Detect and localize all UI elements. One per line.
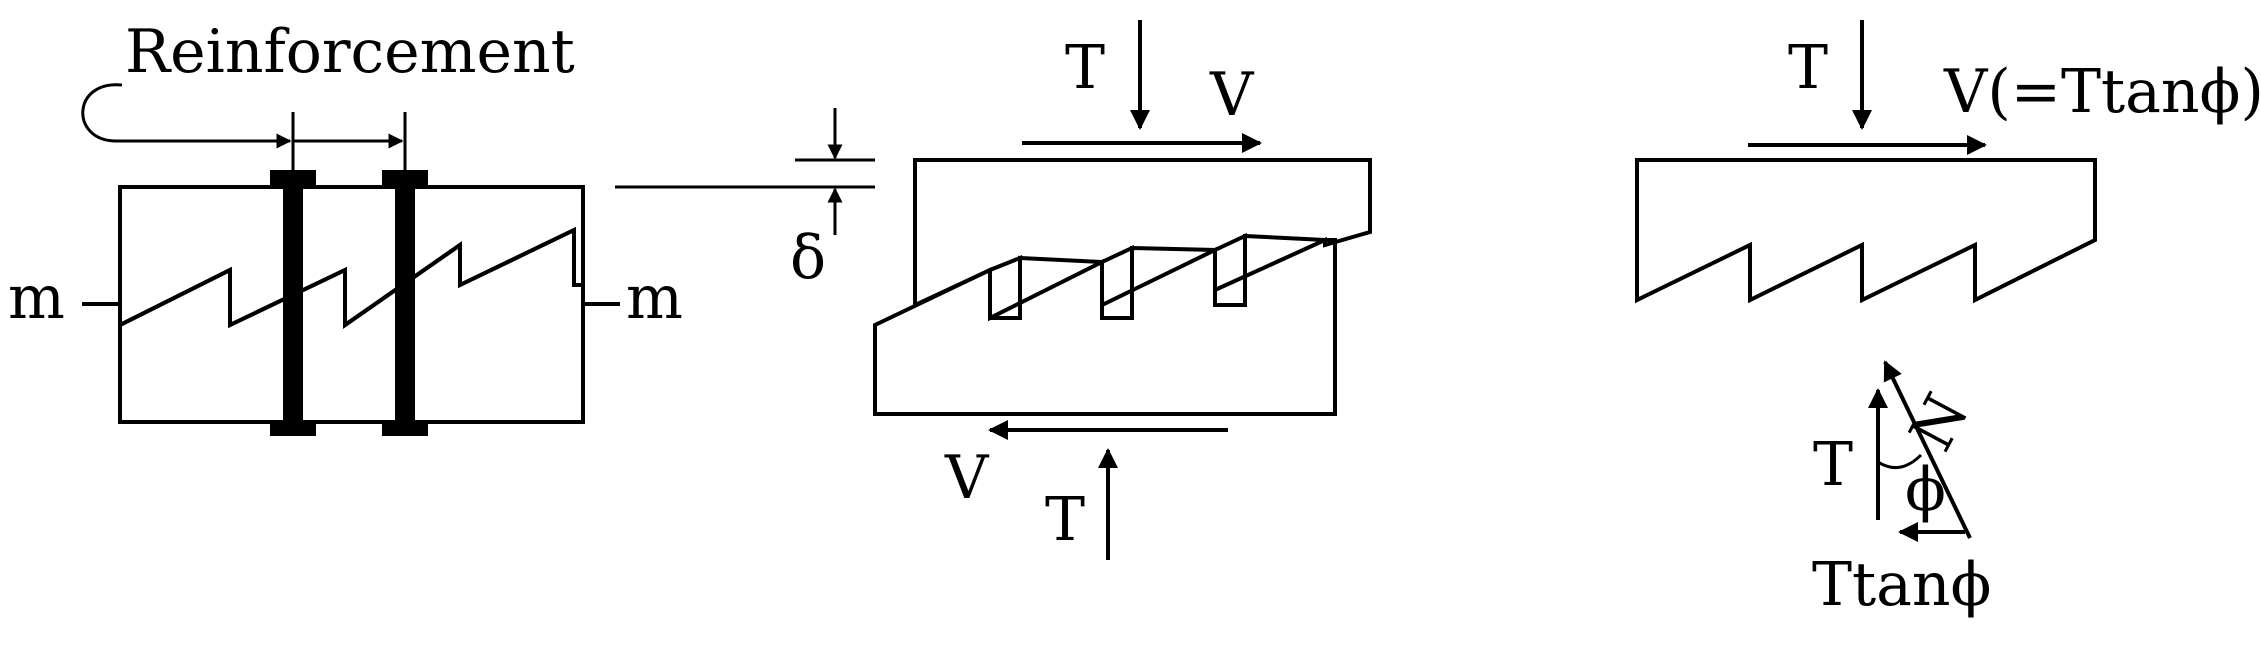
m-right-label: m	[626, 263, 683, 333]
right-hatched-block	[1635, 158, 2097, 304]
gap-tooth-3	[1213, 232, 1247, 307]
reinforcement-bar-2-cap-bottom	[382, 422, 428, 436]
reinforcement-bar-1-cap-top	[270, 170, 316, 186]
reinforcement-label: Reinforcement	[125, 17, 575, 87]
reinforcement-bar-1	[283, 170, 303, 432]
T-label-top-right: T	[1788, 33, 1828, 103]
V-label-bottom-mid: V	[944, 443, 990, 513]
phi-angle-arc	[1877, 453, 1923, 470]
N-arrow	[1883, 360, 1972, 539]
Ttan-phi-label: Ttanϕ	[1812, 550, 1991, 620]
reinforcement-pointer-curve	[81, 83, 292, 149]
middle-panel: T V V T	[873, 20, 1372, 560]
N-label: N	[1896, 383, 1982, 462]
gap-tooth-2	[1100, 244, 1134, 320]
left-hatched-upper-block	[118, 185, 585, 329]
right-panel: T V(=Ttanϕ)	[1635, 20, 2261, 304]
reinforcement-bar-2-cap-top	[382, 170, 428, 186]
V-label-top-mid: V	[1209, 60, 1255, 130]
left-lower-block	[118, 226, 585, 424]
force-triangle: T ϕ N Ttanϕ	[1812, 360, 1991, 620]
T-label-top-mid: T	[1065, 33, 1105, 103]
phi-label: ϕ	[1905, 455, 1946, 525]
delta-dimension: δ	[615, 108, 875, 293]
delta-label: δ	[790, 223, 826, 293]
m-left-label: m	[8, 263, 65, 333]
V-label-right: V(=Ttanϕ)	[1943, 57, 2261, 127]
T-label-bottom-mid: T	[1045, 485, 1085, 555]
reinforcement-bar-2	[395, 170, 415, 432]
left-panel: Reinforcement m m	[8, 17, 683, 436]
middle-lower-block	[873, 233, 1337, 416]
reinforcement-bar-1-cap-bottom	[270, 422, 316, 436]
T-vector-label: T	[1813, 430, 1853, 500]
